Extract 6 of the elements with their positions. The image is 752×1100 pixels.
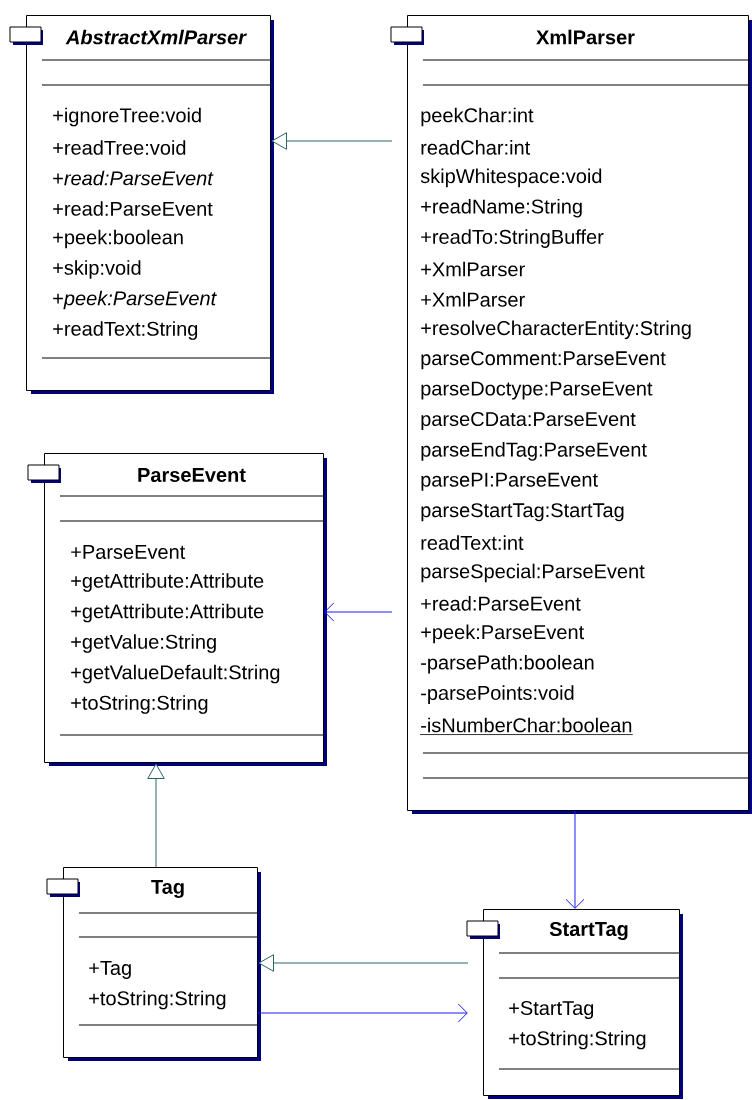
arrow [565, 810, 585, 909]
arrow [271, 132, 393, 150]
arrow [147, 763, 165, 868]
arrow [258, 954, 469, 972]
arrow [257, 1003, 468, 1023]
arrow [324, 602, 393, 622]
